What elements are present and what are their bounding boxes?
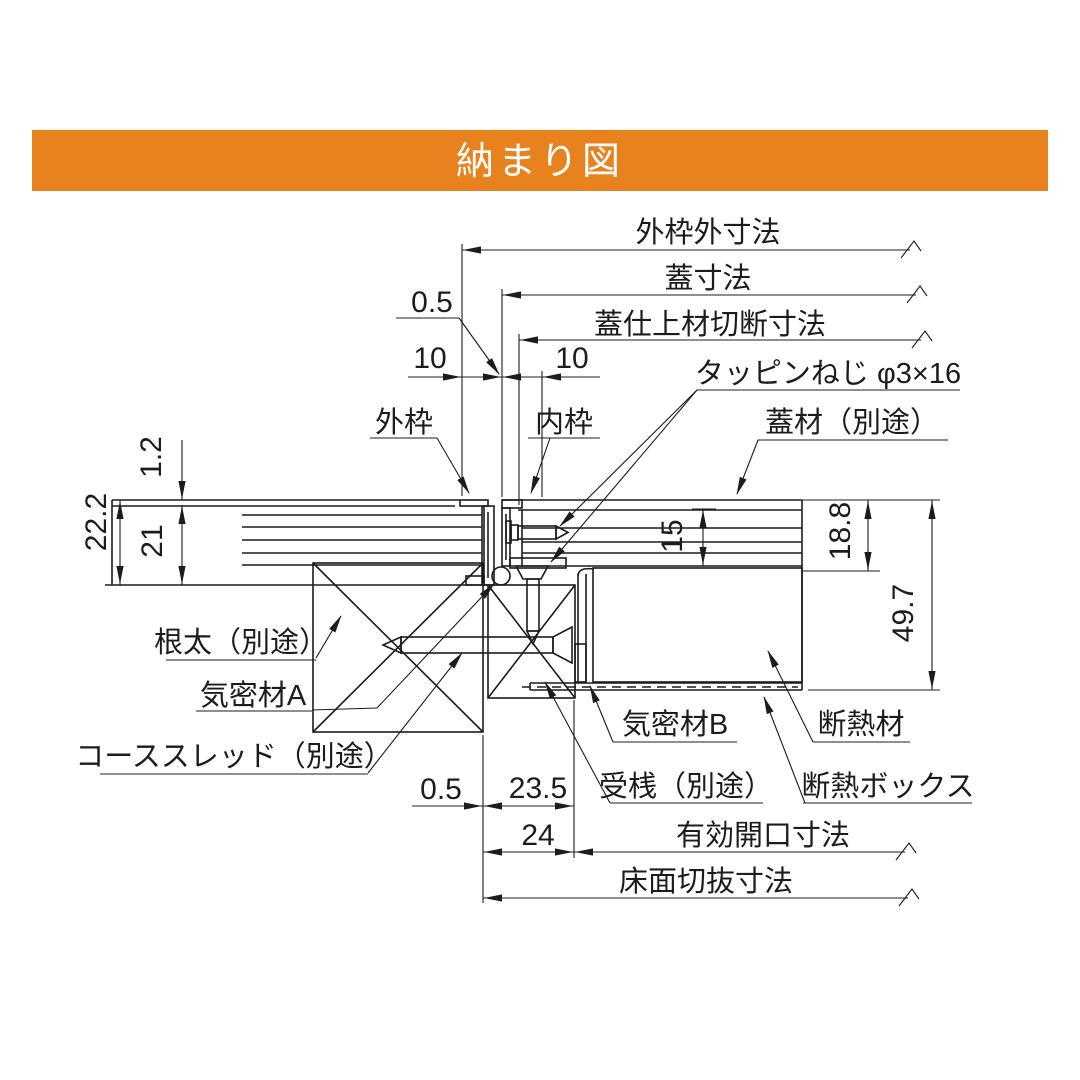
- lid-material-label: 蓋材（別途）: [765, 406, 939, 439]
- insulation-box: [522, 567, 802, 691]
- support-rail-label: 受桟（別途）: [599, 770, 773, 803]
- dim-offset-right-value: 10: [555, 342, 588, 375]
- tapping-screw-horizontal: [505, 520, 570, 544]
- outer-frame-profile: [459, 499, 495, 586]
- gasket-b-label: 気密材B: [622, 708, 728, 741]
- outer-frame-label: 外枠: [375, 406, 433, 439]
- gasket-a: [491, 566, 511, 586]
- break-marks: [895, 240, 933, 907]
- extension-lines: [461, 244, 940, 903]
- dim-board-thickness-value: 21: [136, 524, 169, 557]
- dimension-texts: 外枠外寸法 蓋寸法 蓋仕上材切断寸法 0.5 10 10 タッピンねじ φ3×1…: [75, 216, 974, 898]
- dim-floor-cutout-label: 床面切抜寸法: [619, 865, 793, 898]
- dim-depth-value: 49.7: [887, 584, 920, 642]
- dimension-arrows: [116, 246, 936, 902]
- dim-offset-left-value: 10: [413, 342, 446, 375]
- dim-finish-thickness-value: 1.2: [135, 436, 168, 478]
- dim-bottom-gap-value: 0.5: [420, 773, 462, 806]
- tapping-screw-label: タッピンねじ φ3×16: [695, 358, 961, 390]
- page-title: 納まり図: [456, 141, 624, 183]
- label-underlines: [100, 317, 972, 804]
- dim-lid-finish-cut-label: 蓋仕上材切断寸法: [594, 308, 826, 341]
- floor-slab: [105, 499, 488, 586]
- floor-joist: [312, 562, 484, 733]
- insulation-box-label: 断熱ボックス: [801, 770, 974, 803]
- dim-rail-total-value: 24: [521, 819, 554, 852]
- dim-lid-total-value: 18.8: [824, 502, 857, 560]
- dim-top-gap-value: 0.5: [411, 286, 453, 319]
- insulation-label: 断熱材: [817, 708, 904, 741]
- insulation-hatch: [592, 567, 803, 683]
- dim-total-thickness-value: 22.2: [80, 493, 113, 551]
- coarse-thread-screw: [381, 625, 573, 665]
- dim-rail-width-value: 23.5: [509, 772, 567, 805]
- dim-lid-label: 蓋寸法: [664, 262, 751, 295]
- inner-frame-label: 内枠: [535, 406, 593, 439]
- dim-effective-opening-label: 有効開口寸法: [676, 819, 850, 852]
- leader-lines: [311, 317, 814, 804]
- gasket-a-label: 気密材A: [200, 679, 307, 712]
- tapping-screw-vertical: [514, 565, 550, 646]
- gasket-b: [574, 643, 587, 683]
- joist-label: 根太（別途）: [154, 626, 328, 659]
- title-bar: [32, 130, 1048, 191]
- coarse-thread-label: コーススレッド（別途）: [75, 740, 393, 773]
- dim-outer-frame-outer-label: 外枠外寸法: [635, 216, 780, 249]
- dim-lid-board-value: 15: [656, 519, 689, 552]
